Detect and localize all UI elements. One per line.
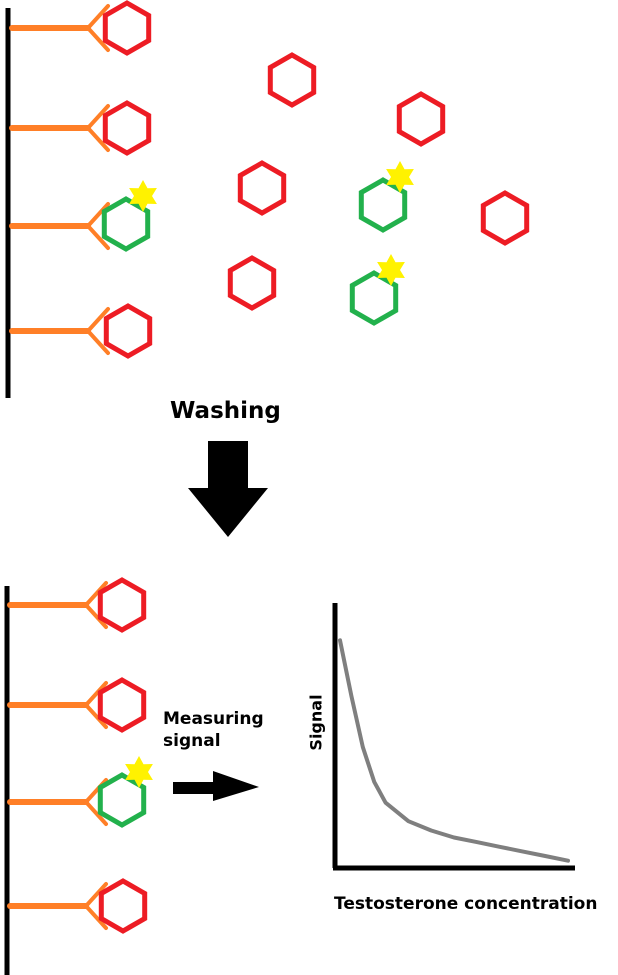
testosterone-hexagon (98, 878, 148, 934)
antibody-arm (86, 126, 110, 152)
antibody-arm (86, 104, 110, 130)
labeled-testosterone-hexagon (349, 270, 399, 326)
antibody-arm (86, 4, 110, 30)
antibody-arm (84, 603, 108, 629)
label-star-icon (129, 180, 157, 212)
antibody-arm (86, 202, 110, 228)
antibody-arm (84, 904, 108, 930)
antibody-arm (84, 800, 108, 826)
antibody-arm (86, 307, 110, 333)
testosterone-hexagon (267, 52, 317, 108)
antibody-arm (84, 703, 108, 729)
antibody-arm (86, 329, 110, 355)
label-star-icon (386, 161, 414, 193)
testosterone-hexagon (227, 255, 277, 311)
washing-label: Washing (170, 398, 281, 424)
antibody-arm (86, 224, 110, 250)
antibody-arm (84, 581, 108, 607)
testosterone-hexagon (396, 91, 446, 147)
testosterone-hexagon (97, 577, 147, 633)
antibody-arm (86, 26, 110, 52)
testosterone-hexagon (102, 100, 152, 156)
testosterone-hexagon (480, 190, 530, 246)
testosterone-hexagon (102, 0, 152, 56)
label-star-icon (377, 254, 405, 286)
label-star-icon (125, 756, 153, 788)
arrow-right-icon (173, 771, 259, 801)
labeled-testosterone-hexagon (101, 196, 151, 252)
labeled-testosterone-hexagon (358, 177, 408, 233)
testosterone-hexagon (103, 303, 153, 359)
antibody-arm (84, 681, 108, 707)
measuring-signal-label: Measuring signal (163, 709, 264, 751)
testosterone-hexagon (237, 160, 287, 216)
labeled-testosterone-hexagon (97, 772, 147, 828)
arrow-down-icon (188, 441, 268, 537)
y-axis-label: Signal (306, 694, 326, 751)
signal-curve (338, 638, 570, 863)
x-axis-label: Testosterone concentration (334, 894, 598, 914)
antibody-arm (84, 882, 108, 908)
testosterone-hexagon (97, 677, 147, 733)
